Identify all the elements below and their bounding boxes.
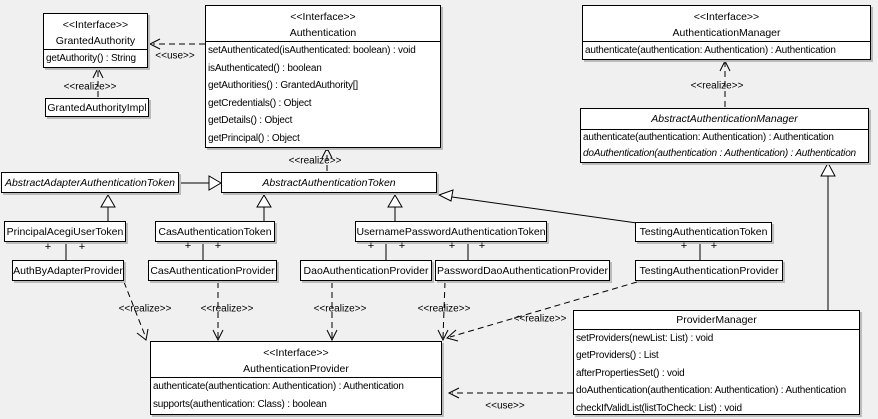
multiplicity-plus: + (680, 240, 688, 252)
class-granted-authority-impl[interactable]: GrantedAuthorityImpl (45, 98, 149, 117)
method: getAuthority() : String (46, 53, 136, 64)
class-abstract-adapter-authentication-token[interactable]: AbstractAdapterAuthenticationToken (1, 172, 179, 193)
class-principal-acegi-user-token[interactable]: PrincipalAcegiUserToken (4, 221, 126, 242)
class-abstract-authentication-token[interactable]: AbstractAuthenticationToken (221, 172, 437, 193)
method: checkIfValidList(listToCheck: List) : vo… (576, 402, 742, 414)
method: doAuthentication(authentication: Authent… (576, 385, 846, 397)
class-authentication[interactable]: <<Interface>> Authentication setAuthenti… (205, 5, 441, 148)
method: getPrincipal() : Object (208, 132, 300, 144)
class-name: PrincipalAcegiUserToken (6, 225, 124, 238)
method: doAuthentication(authentication : Authen… (583, 148, 856, 159)
realize-label: <<realize>> (200, 303, 254, 315)
realize-label: <<realize>> (690, 80, 744, 92)
class-name: AbstractAuthenticationManager (651, 113, 798, 125)
class-username-password-authentication-token[interactable]: UsernamePasswordAuthenticationToken (355, 221, 547, 242)
class-authentication-provider[interactable]: <<Interface>> AuthenticationProvider aut… (150, 341, 442, 415)
realize-label: <<realize>> (417, 303, 471, 315)
realize-label: <<realize>> (63, 81, 117, 93)
multiplicity-plus: + (214, 240, 222, 252)
multiplicity-plus: + (44, 241, 52, 253)
class-name: UsernamePasswordAuthenticationToken (356, 225, 546, 238)
class-name: AuthByAdapterProvider (13, 264, 123, 277)
class-name: GrantedAuthorityImpl (47, 101, 147, 114)
class-name: CasAuthenticationProvider (150, 264, 275, 277)
method: authenticate(authentication: Authenticat… (583, 132, 834, 143)
method: authenticate(authentication: Authenticat… (585, 45, 836, 56)
class-granted-authority[interactable]: <<Interface>> GrantedAuthority getAuthor… (43, 13, 148, 68)
class-auth-by-adapter-provider[interactable]: AuthByAdapterProvider (12, 260, 124, 281)
class-password-dao-authentication-provider[interactable]: PasswordDaoAuthenticationProvider (435, 260, 610, 281)
method: getProviders() : List (576, 350, 659, 362)
class-header: <<Interface>> Authentication (206, 6, 440, 41)
class-name: PasswordDaoAuthenticationProvider (436, 264, 608, 277)
multiplicity-plus: + (478, 240, 486, 252)
use-label: <<use>> (155, 50, 195, 62)
multiplicity-plus: + (78, 241, 86, 253)
class-name: DaoAuthenticationProvider (303, 264, 429, 277)
class-header: ProviderManager (574, 311, 859, 329)
class-name: TestingAuthenticationToken (639, 226, 768, 238)
multiplicity-plus: + (710, 240, 718, 252)
multiplicity-plus: + (448, 240, 456, 252)
realize-label: <<realize>> (118, 303, 172, 315)
realize-label: <<realize>> (288, 155, 342, 167)
class-dao-authentication-provider[interactable]: DaoAuthenticationProvider (300, 260, 432, 281)
class-header: <<Interface>> AuthenticationManager (583, 6, 870, 41)
realize-label: <<realize>> (513, 313, 567, 325)
method: afterPropertiesSet() : void (576, 367, 685, 379)
stereotype: <<Interface>> (693, 11, 760, 23)
method: getAuthorities() : GrantedAuthority[] (208, 80, 358, 91)
stereotype: <<Interface>> (263, 347, 329, 359)
method: isAuthenticated() : boolean (208, 62, 322, 74)
class-name: AuthenticationManager (672, 27, 781, 39)
class-testing-authentication-provider[interactable]: TestingAuthenticationProvider (635, 260, 783, 281)
class-header: AbstractAuthenticationManager (581, 109, 868, 129)
class-name: AbstractAdapterAuthenticationToken (4, 176, 176, 189)
stereotype: <<Interface>> (62, 19, 129, 31)
stereotype: <<Interface>> (290, 11, 356, 23)
class-cas-authentication-token[interactable]: CasAuthenticationToken (155, 221, 275, 242)
class-name: Authentication (289, 27, 357, 39)
class-name: ProviderManager (676, 314, 757, 326)
class-header: <<Interface>> AuthenticationProvider (151, 342, 441, 377)
realize-label: <<realize>> (313, 303, 367, 315)
method: setAuthenticated(isAuthenticated: boolea… (208, 45, 416, 56)
class-testing-authentication-token[interactable]: TestingAuthenticationToken (635, 222, 772, 242)
class-name: TestingAuthenticationProvider (639, 264, 779, 277)
class-header: <<Interface>> GrantedAuthority (44, 14, 147, 49)
multiplicity-plus: + (367, 240, 375, 252)
class-provider-manager[interactable]: ProviderManager setProviders(newList: Li… (573, 310, 860, 415)
class-authentication-manager[interactable]: <<Interface>> AuthenticationManager auth… (582, 5, 871, 60)
method: setProviders(newList: List) : void (576, 333, 714, 344)
class-name: AuthenticationProvider (243, 363, 349, 375)
use-label: <<use>> (485, 400, 525, 412)
multiplicity-plus: + (184, 240, 192, 252)
method: getDetails() : Object (208, 115, 293, 126)
class-name: GrantedAuthority (55, 35, 136, 47)
method: authenticate(authentication: Authenticat… (153, 381, 404, 392)
method: supports(authentication: Class) : boolea… (153, 398, 327, 410)
class-cas-authentication-provider[interactable]: CasAuthenticationProvider (148, 260, 277, 281)
multiplicity-plus: + (398, 240, 406, 252)
class-name: CasAuthenticationToken (158, 225, 272, 238)
class-abstract-authentication-manager[interactable]: AbstractAuthenticationManager authentica… (580, 108, 869, 163)
method: getCredentials() : Object (208, 97, 312, 109)
class-name: AbstractAuthenticationToken (262, 176, 396, 189)
